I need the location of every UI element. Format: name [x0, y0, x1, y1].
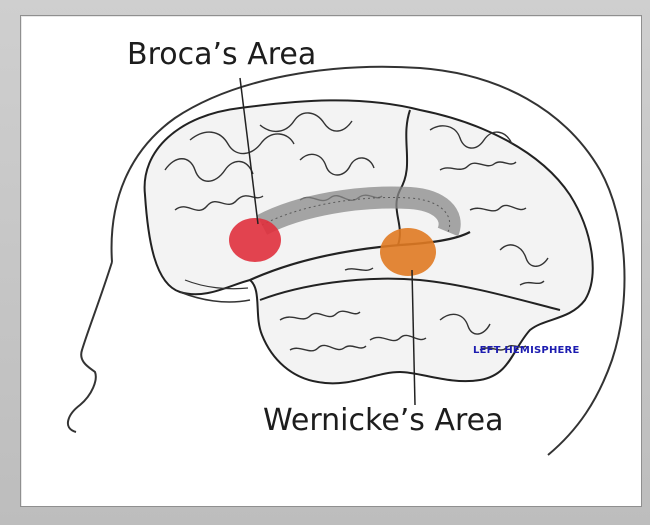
broca-region: [229, 218, 281, 262]
brain-icon: [145, 100, 593, 383]
hemisphere-label: LEFT HEMISPHERE: [473, 345, 579, 356]
wernicke-region: [380, 228, 436, 276]
wernicke-label: Wernicke’s Area: [263, 403, 504, 438]
broca-label: Broca’s Area: [127, 37, 316, 72]
face-profile: [68, 262, 112, 432]
